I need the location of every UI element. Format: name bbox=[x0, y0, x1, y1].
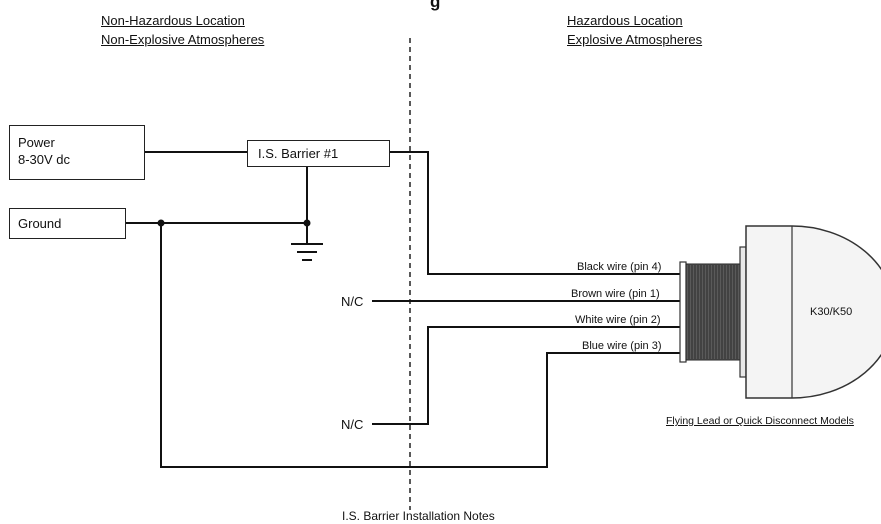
power-label: Power bbox=[18, 135, 55, 150]
wire-label-black: Black wire (pin 4) bbox=[577, 261, 662, 273]
title-fragment: g bbox=[430, 0, 441, 11]
ground-label: Ground bbox=[18, 216, 62, 231]
zone-label-left-1: Non-Hazardous Location bbox=[101, 13, 245, 28]
earth-ground-symbol bbox=[291, 243, 323, 261]
wire-label-white: White wire (pin 2) bbox=[575, 314, 661, 326]
zone-label-right-1: Hazardous Location bbox=[567, 13, 683, 28]
wire-white bbox=[372, 326, 680, 425]
zone-label-right-2: Explosive Atmospheres bbox=[567, 32, 703, 47]
sensor-dome bbox=[745, 225, 881, 399]
wire-black bbox=[390, 151, 680, 275]
ground-block: Ground bbox=[9, 208, 126, 239]
sensor-threads bbox=[688, 265, 738, 359]
power-voltage: 8-30V dc bbox=[18, 152, 71, 167]
wire-blue bbox=[160, 223, 680, 468]
wire-label-blue: Blue wire (pin 3) bbox=[582, 340, 662, 352]
sensor-model-label: K30/K50 bbox=[810, 306, 853, 318]
sensor-flange bbox=[739, 246, 747, 378]
junction-dot bbox=[303, 219, 311, 227]
power-block: Power 8-30V dc bbox=[9, 125, 145, 180]
footer-note: I.S. Barrier Installation Notes bbox=[342, 509, 495, 523]
nc-label-lower: N/C bbox=[341, 417, 364, 432]
wire-label-brown: Brown wire (pin 1) bbox=[571, 288, 660, 300]
sensor-thread-outline bbox=[679, 261, 687, 363]
sensor-caption: Flying Lead or Quick Disconnect Models bbox=[666, 415, 854, 427]
is-barrier-label: I.S. Barrier #1 bbox=[258, 146, 339, 161]
nc-label-upper: N/C bbox=[341, 294, 364, 309]
is-barrier-block: I.S. Barrier #1 bbox=[247, 140, 390, 167]
zone-label-left-2: Non-Explosive Atmospheres bbox=[101, 32, 265, 47]
